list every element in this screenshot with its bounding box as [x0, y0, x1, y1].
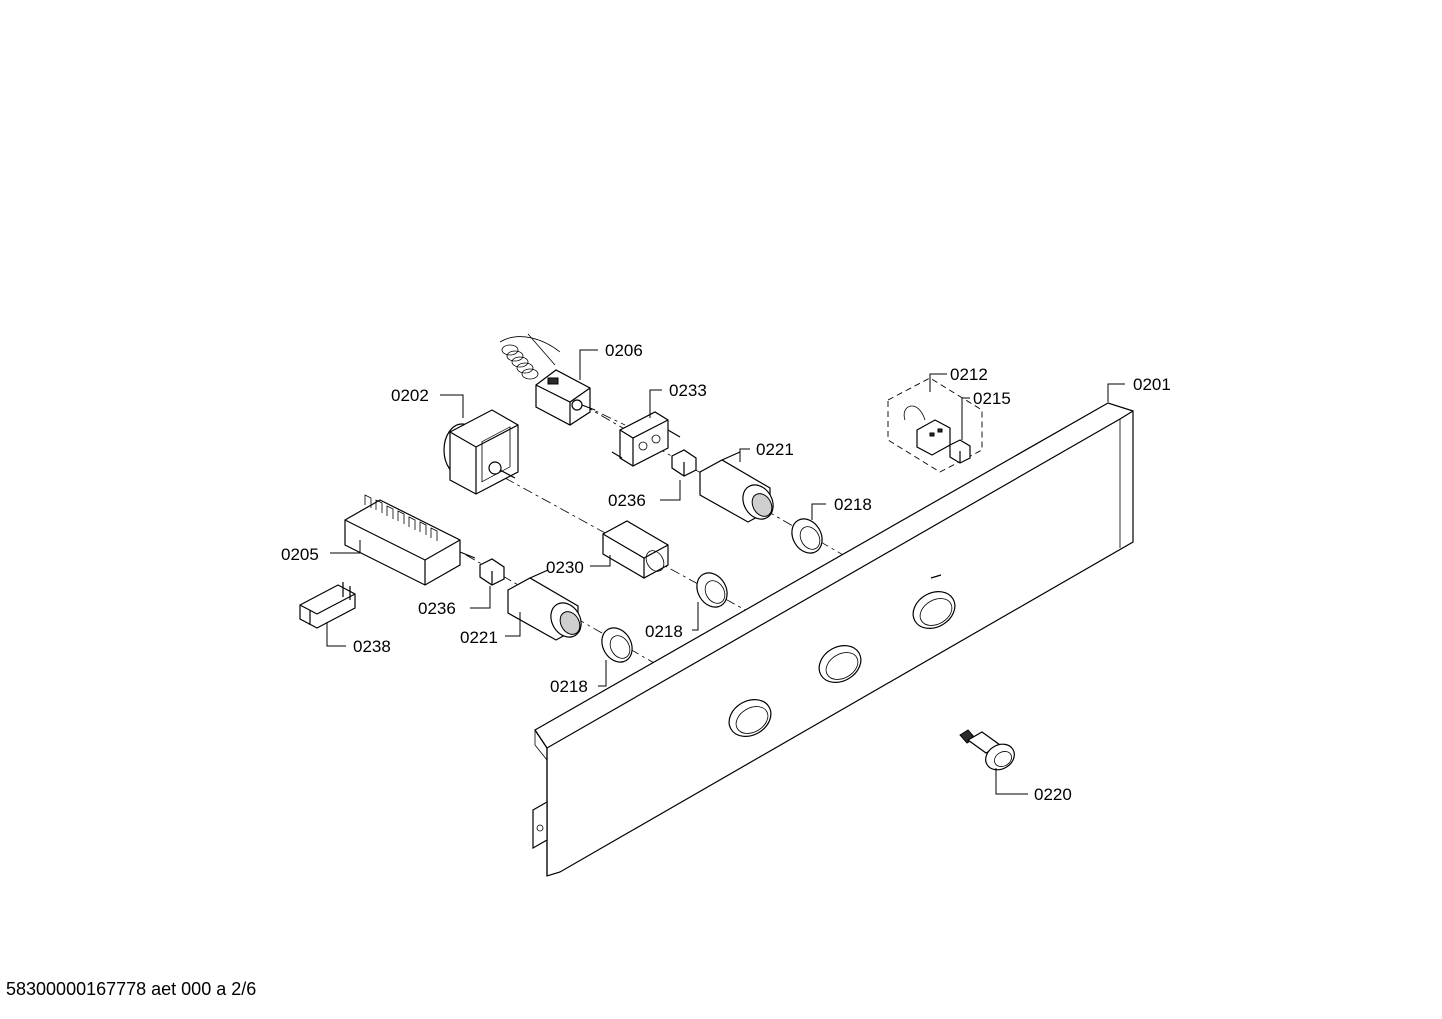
label-0206: 0206: [605, 341, 643, 360]
label-0220: 0220: [1034, 785, 1072, 804]
label-0233: 0233: [669, 381, 707, 400]
document-id-footer: 58300000167778 aet 000 a 2/6: [6, 979, 257, 999]
lamp-0220: [959, 729, 1015, 771]
knob-holder-0221-upper: [699, 451, 774, 523]
coupler-0236-upper: [671, 449, 697, 477]
label-0202: 0202: [391, 386, 429, 405]
label-0221-upper: 0221: [756, 440, 794, 459]
lamp-holder-0215: [949, 439, 971, 464]
bracket-0233: [611, 411, 681, 467]
coupler-0236-lower: [479, 558, 505, 586]
label-0221-lower: 0221: [460, 628, 498, 647]
label-0230: 0230: [546, 558, 584, 577]
label-0238: 0238: [353, 637, 391, 656]
label-0212: 0212: [950, 365, 988, 384]
label-0218-middle: 0218: [645, 622, 683, 641]
label-0215: 0215: [973, 389, 1011, 408]
ring-0218-middle: [696, 572, 728, 608]
label-0236-upper: 0236: [608, 491, 646, 510]
label-0205: 0205: [281, 545, 319, 564]
label-0218-upper: 0218: [834, 495, 872, 514]
ring-0218-upper: [791, 518, 823, 554]
knob-holder-0221-lower: [507, 569, 582, 641]
switch-block-0205: [344, 494, 476, 586]
label-0218-lower: 0218: [550, 677, 588, 696]
housing-0230: [602, 520, 669, 579]
thermostat-0206: [499, 333, 596, 426]
leader-lines: [326, 349, 1125, 795]
timer-0202: [443, 409, 519, 495]
ring-0218-lower: [601, 627, 633, 663]
part-labels: 0206 0202 0233 0212 0215 0201 0221 0236 …: [281, 341, 1171, 804]
label-0236-lower: 0236: [418, 599, 456, 618]
connector-0238: [299, 582, 356, 629]
label-0201: 0201: [1133, 375, 1171, 394]
control-panel-0201: [532, 402, 1134, 877]
